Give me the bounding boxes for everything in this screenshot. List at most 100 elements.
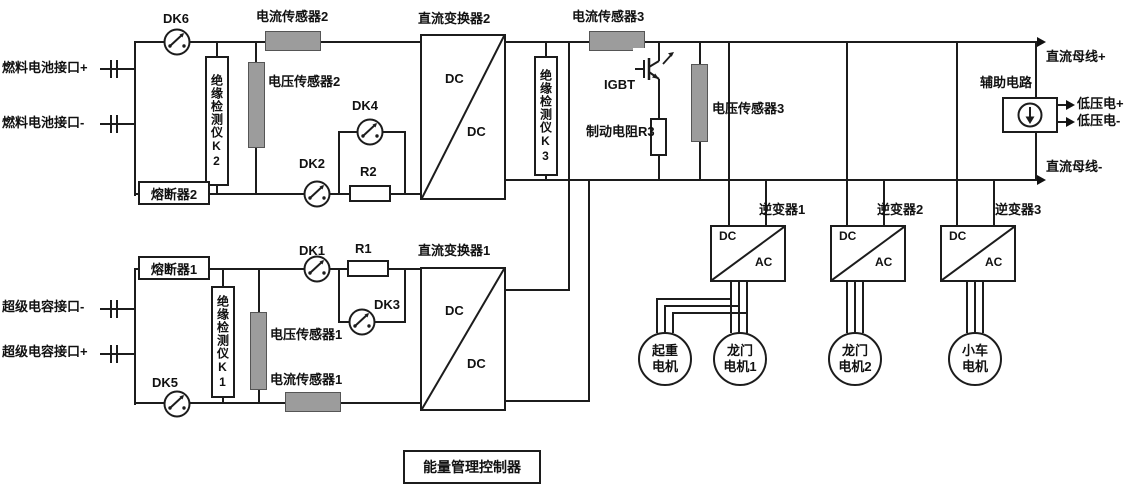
- left-vertical-bottom: [134, 268, 136, 405]
- wire-segment: [974, 282, 976, 333]
- label-aux-circuit: 辅助电路: [980, 75, 1033, 90]
- dk4-switch-icon: [356, 118, 384, 146]
- wire-segment: [1058, 121, 1070, 123]
- wire-segment: [116, 345, 118, 363]
- insulation-detector-k1: 绝缘检测仪K1: [211, 286, 235, 398]
- label-dk5: DK5: [152, 375, 179, 390]
- label-r1: R1: [355, 241, 372, 256]
- path: [319, 260, 324, 265]
- line: [169, 395, 184, 409]
- dcac: AC: [755, 255, 773, 269]
- path: [372, 123, 377, 128]
- gantry-motor-2: 龙门电机2: [828, 332, 882, 386]
- voltage-sensor-3-block: [691, 64, 708, 142]
- circle: [182, 44, 186, 48]
- circle: [303, 180, 331, 208]
- energy-management-controller: 能量管理控制器: [403, 450, 541, 484]
- insulation-detector-k3: 绝缘检测仪K3: [534, 56, 558, 176]
- label-dk2: DK2: [299, 156, 326, 171]
- label-current-sensor-2: 电流传感器2: [256, 9, 329, 24]
- wire-segment: [338, 131, 340, 195]
- label-brake-resistor: 制动电阻R3: [586, 124, 655, 139]
- wire-segment: [846, 282, 848, 333]
- wire-segment: [846, 42, 848, 225]
- dc-converter-1-box: DC DC: [420, 267, 506, 411]
- wire-segment: [862, 282, 864, 333]
- gantry-motor-1: 龙门电机1: [713, 332, 767, 386]
- line: [422, 36, 504, 198]
- converter2-out-label: DC: [467, 124, 486, 139]
- wire-segment: [728, 42, 730, 225]
- dk5-switch-icon: [163, 390, 191, 418]
- dcac: AC: [985, 255, 1003, 269]
- converter-diagonal: [422, 36, 504, 198]
- wire-segment: [110, 345, 112, 363]
- inverter-2-box: DC AC: [830, 225, 906, 282]
- wire-segment: [1058, 104, 1070, 106]
- wire-segment: [672, 312, 674, 333]
- line: [422, 269, 504, 409]
- circle: [356, 118, 384, 146]
- path: [1025, 116, 1035, 124]
- path: [668, 52, 674, 57]
- dc-bus-plus-arrow: [1037, 37, 1046, 47]
- wire-segment: [854, 282, 856, 333]
- line: [309, 185, 324, 199]
- wire-segment: [116, 300, 118, 318]
- wire-segment: [738, 282, 740, 333]
- dc-converter-2-box: DC DC: [420, 34, 506, 200]
- wire-segment: [110, 60, 112, 78]
- label-inverter-3: 逆变器3: [995, 202, 1042, 217]
- wire-segment: [116, 60, 118, 78]
- insulation-detector-k2: 绝缘检测仪K2: [205, 56, 229, 186]
- fuel-cell-negative-rail: [135, 193, 422, 195]
- line: [942, 227, 1014, 280]
- wire-segment: [883, 180, 885, 225]
- wire-segment: [1035, 42, 1037, 98]
- circle: [163, 28, 191, 56]
- wire-segment: [110, 300, 112, 318]
- circle: [182, 406, 186, 410]
- inverter-diagonal: [832, 227, 904, 280]
- current-sensor-2-block: [265, 31, 321, 51]
- span: 小车: [961, 343, 988, 359]
- label-voltage-sensor-1: 电压传感器1: [270, 327, 343, 342]
- wire-segment: [506, 400, 590, 402]
- label-inverter-2: 逆变器2: [877, 202, 924, 217]
- path: [652, 73, 659, 79]
- dc-bus-minus-arrow: [1037, 175, 1046, 185]
- label-dc-converter-1: 直流变换器1: [418, 243, 491, 258]
- line: [309, 260, 324, 274]
- label-dc-converter-2: 直流变换器2: [418, 11, 491, 26]
- inverter-diagonal: [942, 227, 1014, 280]
- dk6-switch-icon: [163, 28, 191, 56]
- label-dc-bus-plus: 直流母线+: [1046, 49, 1106, 64]
- wire-segment: [404, 131, 406, 195]
- wire-segment: [1035, 132, 1037, 180]
- voltage-sensor-2-block: [248, 62, 265, 148]
- wire-segment: [765, 180, 767, 225]
- dc-bus-plus-wire: [135, 41, 1037, 43]
- wire-segment: [568, 42, 570, 291]
- label-dk6: DK6: [163, 11, 190, 26]
- label-r2: R2: [360, 164, 377, 179]
- dk2-switch-icon: [303, 180, 331, 208]
- span: 电机1: [723, 359, 757, 374]
- converter1-out-label: DC: [467, 356, 486, 371]
- label-lv-plus: 低压电+: [1077, 96, 1124, 111]
- path: [179, 33, 184, 38]
- current-sensor-1-block: [285, 392, 341, 412]
- wire-segment: [993, 180, 995, 225]
- span: 龙门: [841, 343, 868, 359]
- converter-diagonal: [422, 269, 504, 409]
- dcac: DC: [719, 229, 737, 243]
- wire-segment: [746, 282, 748, 333]
- wire-segment: [966, 282, 968, 333]
- igbt-icon: [633, 48, 677, 98]
- label-dk1: DK1: [299, 243, 326, 258]
- lv-minus-arrow: [1066, 117, 1075, 127]
- span: 电机: [961, 359, 988, 374]
- label-voltage-sensor-2: 电压传感器2: [268, 74, 341, 89]
- supercap-positive-rail: [135, 268, 422, 270]
- lv-plus-arrow: [1066, 100, 1075, 110]
